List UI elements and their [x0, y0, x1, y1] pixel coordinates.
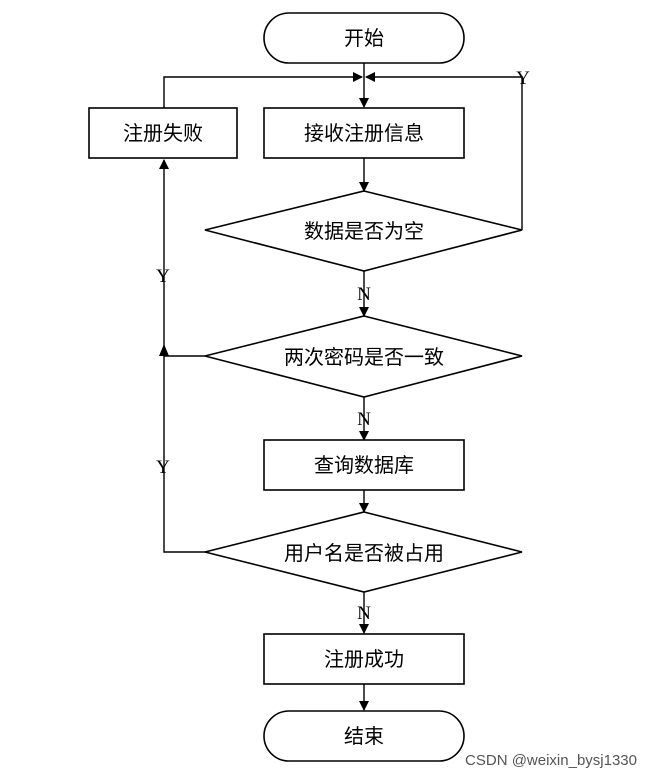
junction-arrowhead: [159, 344, 169, 356]
end-terminal: [263, 710, 465, 762]
empty-no-label: N: [357, 284, 371, 305]
edge-empty-yes-loop: [365, 72, 523, 230]
pwd-yes-label: Y: [156, 266, 170, 287]
start-label: 开始: [344, 26, 384, 50]
check-empty-decision: [204, 190, 523, 272]
success-label: 注册成功: [324, 647, 404, 671]
receive-label: 接收注册信息: [304, 121, 424, 145]
fail-process: [88, 107, 238, 159]
user-yes-label: Y: [156, 457, 170, 478]
watermark: CSDN @weixin_bysj1330: [465, 752, 637, 769]
check-empty-label: 数据是否为空: [304, 219, 424, 243]
check-user-label: 用户名是否被占用: [284, 541, 444, 565]
query-db-process: [263, 439, 465, 491]
edge-pwd-yes: [163, 346, 205, 357]
query-db-label: 查询数据库: [314, 453, 414, 477]
user-no-label: N: [357, 603, 371, 624]
start-terminal: [263, 12, 465, 64]
check-user-decision: [204, 511, 523, 593]
fail-label: 注册失败: [123, 121, 203, 145]
edge-user-yes: [159, 159, 205, 553]
pwd-no-label: N: [357, 409, 371, 430]
end-label: 结束: [344, 724, 384, 748]
check-pwd-label: 两次密码是否一致: [284, 345, 444, 369]
receive-process: [263, 107, 465, 159]
empty-yes-label: Y: [516, 68, 530, 89]
edge-fail-loop: [163, 72, 363, 108]
check-pwd-decision: [204, 315, 523, 398]
success-process: [263, 633, 465, 685]
